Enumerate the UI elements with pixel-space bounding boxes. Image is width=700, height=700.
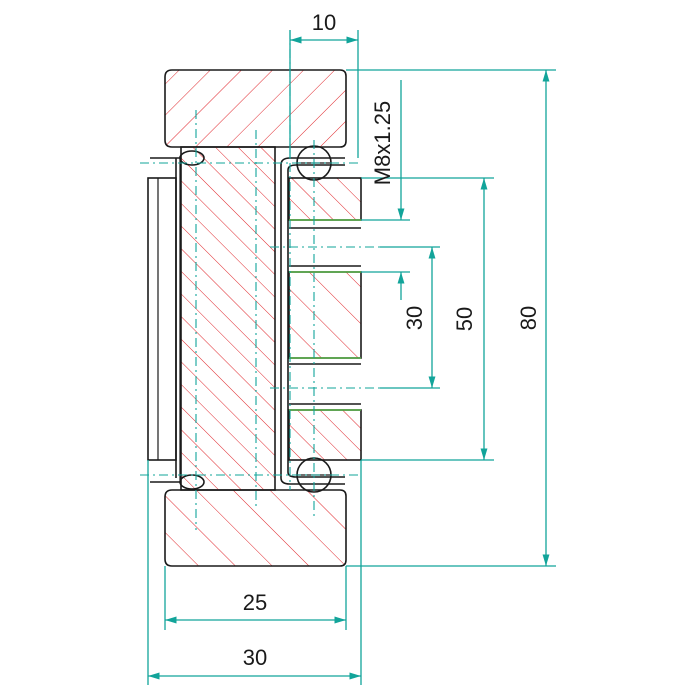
dim-total-height-label: 80	[516, 306, 541, 330]
dim-top-width-label: 10	[312, 10, 336, 35]
top-flange	[164, 69, 347, 148]
dim-thread-label: M8x1.25	[370, 101, 395, 185]
bottom-flange	[164, 489, 347, 567]
dimension-lines	[148, 36, 550, 680]
dim-overall-width-label: 30	[243, 645, 267, 670]
threaded-segments	[288, 177, 362, 461]
extension-lines	[147, 30, 556, 685]
dim-inner-pitch-label: 30	[402, 306, 427, 330]
housing-wall	[280, 157, 345, 485]
dim-middle-height-label: 50	[452, 307, 477, 331]
dim-flange-width-label: 25	[243, 590, 267, 615]
core-block	[175, 146, 276, 491]
side-plate	[147, 177, 177, 461]
